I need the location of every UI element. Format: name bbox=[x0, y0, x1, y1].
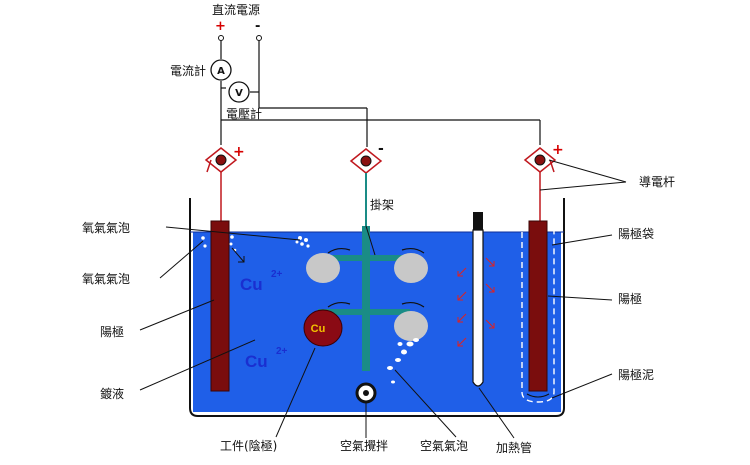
label-oxygen-bubbles-1: 氧氣氣泡 bbox=[82, 221, 130, 235]
positive-terminal bbox=[218, 35, 224, 41]
label-oxygen-bubbles-2: 氧氣氣泡 bbox=[82, 272, 130, 286]
anode-bag bbox=[521, 212, 555, 403]
cu-ion-lower: Cu bbox=[245, 352, 268, 371]
left-anode-assembly: + bbox=[204, 144, 245, 392]
callout-labels: 導電杆 掛架 氧氣氣泡 氧氣氣泡 陽極 鍍液 工件(陰極) 空氣攪拌 空氣氣泡 … bbox=[82, 175, 675, 455]
voltmeter: V 電壓計 bbox=[226, 81, 262, 121]
label-air-agitation: 空氣攪拌 bbox=[340, 438, 388, 453]
workpiece-cathode-plated bbox=[303, 309, 343, 347]
copper-ions: Cu 2+ Cu 2+ bbox=[231, 247, 288, 371]
workpiece-upper-right bbox=[394, 253, 428, 283]
cu-ion-upper-charge: 2+ bbox=[271, 269, 283, 280]
right-anode-positive-sign: + bbox=[552, 142, 564, 158]
cathode-negative-sign: - bbox=[378, 141, 384, 157]
left-anode-plate bbox=[210, 220, 230, 392]
label-workpiece: 工件(陰極) bbox=[220, 438, 277, 453]
power-positive-sign: + bbox=[215, 19, 226, 34]
oxygen-bubbles bbox=[201, 235, 310, 252]
ammeter-label: 電流計 bbox=[170, 63, 206, 78]
ammeter-symbol: A bbox=[217, 66, 225, 77]
air-bubbles bbox=[387, 338, 419, 384]
label-heater-tube: 加熱管 bbox=[496, 440, 532, 455]
ammeter: 電流計 A bbox=[170, 59, 232, 81]
hanger-crossbar-lower bbox=[318, 309, 410, 315]
air-agitation-nozzle bbox=[355, 382, 377, 404]
cu-ion-lower-charge: 2+ bbox=[276, 346, 288, 357]
label-air-bubbles: 空氣氣泡 bbox=[420, 439, 468, 453]
label-anode-left: 陽極 bbox=[100, 324, 124, 339]
hanger-rod bbox=[362, 226, 370, 371]
power-negative-sign: - bbox=[255, 19, 260, 34]
ammeter-icon bbox=[210, 59, 232, 81]
label-anode-right: 陽極 bbox=[618, 291, 642, 306]
label-hanger: 掛架 bbox=[370, 197, 394, 212]
circuit-wires bbox=[220, 41, 541, 147]
workpiece-cu-text: Cu bbox=[311, 323, 326, 335]
plating-tank bbox=[189, 198, 565, 417]
heat-arrows bbox=[457, 257, 495, 347]
heater-tube bbox=[472, 212, 484, 387]
right-anode-assembly: + bbox=[521, 142, 564, 403]
voltmeter-icon bbox=[228, 81, 250, 103]
tank-wall bbox=[189, 198, 565, 417]
workpiece-lower-right bbox=[394, 311, 428, 341]
label-anode-sludge: 陽極泥 bbox=[618, 367, 654, 382]
workpiece-upper-left bbox=[306, 253, 340, 283]
leader-lines bbox=[139, 159, 627, 439]
cu-ion-upper: Cu bbox=[240, 275, 263, 294]
label-conductive-rod: 導電杆 bbox=[639, 175, 675, 189]
voltmeter-label: 電壓計 bbox=[226, 106, 262, 121]
label-anode-bag: 陽極袋 bbox=[618, 226, 654, 241]
voltmeter-symbol: V bbox=[235, 88, 243, 99]
power-supply: 直流電源 + - bbox=[212, 3, 262, 41]
hanger-crossbar-upper bbox=[318, 255, 410, 261]
left-anode-positive-sign: + bbox=[233, 144, 245, 160]
power-supply-title: 直流電源 bbox=[212, 3, 260, 17]
negative-terminal bbox=[256, 35, 262, 41]
cathode-hanger-assembly: - Cu bbox=[303, 141, 428, 371]
right-anode-plate bbox=[528, 220, 548, 392]
label-plating-solution: 鍍液 bbox=[100, 386, 124, 401]
